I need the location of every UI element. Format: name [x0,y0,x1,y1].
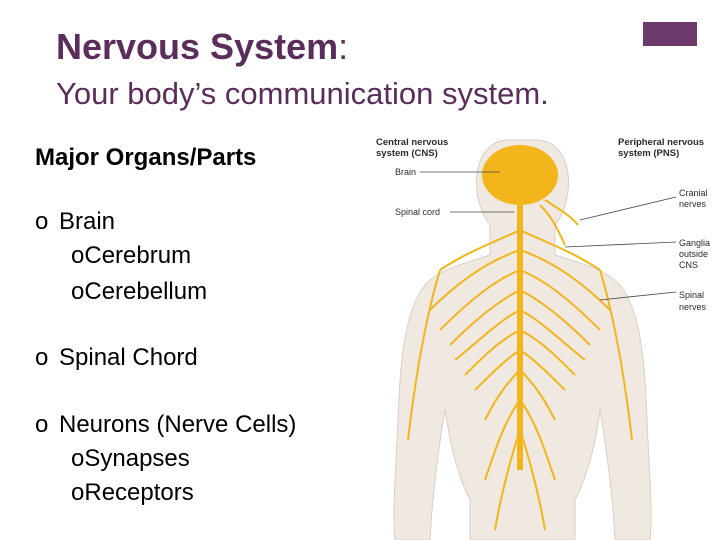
ganglia-label-2: outside [679,249,708,259]
sub-item-receptors: oReceptors [71,479,194,507]
sub-item-synapses: oSynapses [71,445,190,473]
pns-label-2: system (PNS) [618,148,679,159]
spinal-cord-label: Spinal cord [395,207,440,217]
sub-item-label: Receptors [84,479,194,506]
svg-text:Ganglia: Ganglia [679,238,710,248]
svg-text:outside: outside [679,249,708,259]
sub-item-cerebellum: oCerebellum [71,278,207,306]
svg-text:nerves: nerves [679,302,707,312]
spinal-nerves-label: Spinal [679,290,704,300]
svg-text:CNS: CNS [679,260,698,270]
accent-box [643,22,697,46]
sub-item-label: Synapses [84,445,190,472]
svg-text:Cranial: Cranial [679,188,708,198]
bullet-icon: o [71,479,85,506]
list-item-brain: o Brain [35,208,115,236]
bullet-icon: o [35,208,49,235]
cns-label-2: system (CNS) [376,148,438,159]
list-item-label: Spinal Chord [59,344,198,371]
slide-title: Nervous System: [56,26,349,67]
bullet-icon: o [71,445,85,472]
bullet-icon: o [71,242,85,269]
bullet-icon: o [35,344,49,371]
spinal-nerves-label-2: nerves [679,302,707,312]
svg-text:system (PNS): system (PNS) [618,148,679,159]
svg-text:Central nervous: Central nervous [376,137,448,148]
nervous-system-diagram: Central nervous system (CNS) Brain Spina… [376,137,710,540]
svg-text:Spinal: Spinal [679,290,704,300]
slide-subtitle: Your body’s communication system. [56,76,549,111]
sub-item-label: Cerebellum [84,278,208,305]
svg-text:system (CNS): system (CNS) [376,148,438,159]
ganglia-label: Ganglia [679,238,710,248]
bullet-icon: o [71,278,85,305]
svg-text:nerves: nerves [679,199,707,209]
cns-label: Central nervous [376,137,448,148]
pns-label: Peripheral nervous [618,137,704,148]
sub-item-label: Cerebrum [84,242,192,269]
brain-label: Brain [395,167,416,177]
brain-shape [482,145,558,205]
svg-text:Peripheral nervous: Peripheral nervous [618,137,704,148]
cranial-nerves [539,199,579,246]
spinal-nerves [407,229,633,531]
cranial-label: Cranial [679,188,708,198]
ganglia-label-3: CNS [679,260,698,270]
list-item-spinal-chord: o Spinal Chord [35,344,198,372]
svg-text:Spinal cord: Spinal cord [395,207,440,217]
bullet-icon: o [35,411,49,438]
sub-item-cerebrum: oCerebrum [71,242,191,270]
cranial-label-2: nerves [679,199,707,209]
list-item-label: Neurons (Nerve Cells) [59,411,297,438]
list-item-label: Brain [59,208,116,235]
svg-text:Brain: Brain [395,167,416,177]
leader-lines [420,171,677,301]
list-item-neurons: o Neurons (Nerve Cells) [35,411,296,439]
section-heading: Major Organs/Parts [35,144,257,171]
